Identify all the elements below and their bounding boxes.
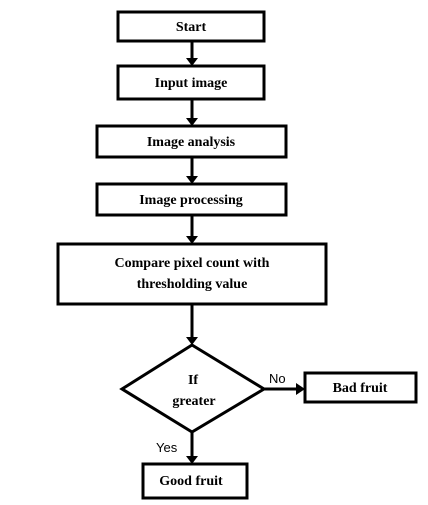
decision-diamond — [119, 343, 267, 434]
decision-node: If greater — [119, 343, 267, 434]
start-label: Start — [176, 20, 207, 35]
arrowhead — [186, 337, 198, 345]
bad-fruit-node: Bad fruit — [303, 371, 418, 404]
decision-label-line2: greater — [172, 394, 215, 409]
good-fruit-node: Good fruit — [141, 462, 249, 500]
compare-label-line1: Compare pixel count with — [115, 256, 270, 271]
image-analysis-label: Image analysis — [147, 135, 236, 150]
arrow-processing-to-compare — [186, 215, 198, 244]
bad-fruit-label: Bad fruit — [333, 381, 388, 396]
arrow-decision-to-bad-fruit: No — [264, 371, 305, 395]
arrowhead — [296, 383, 305, 395]
compare-label-line2: thresholding value — [137, 277, 248, 292]
arrowhead — [186, 118, 198, 126]
yes-edge-label: Yes — [156, 440, 178, 455]
image-processing-label: Image processing — [139, 193, 243, 208]
arrow-compare-to-decision — [186, 304, 198, 345]
arrowhead — [186, 58, 198, 66]
arrow-decision-to-good-fruit: Yes — [156, 432, 198, 464]
arrowhead — [186, 236, 198, 244]
compare-box — [56, 242, 328, 306]
bad-fruit-box — [303, 371, 418, 404]
good-fruit-label: Good fruit — [159, 474, 223, 489]
input-image-box — [116, 64, 266, 101]
good-fruit-box — [141, 462, 249, 500]
input-image-label: Input image — [155, 76, 228, 91]
start-node: Start — [116, 10, 266, 43]
input-image-node: Input image — [116, 64, 266, 101]
image-processing-node: Image processing — [95, 182, 288, 217]
compare-node: Compare pixel count with thresholding va… — [56, 242, 328, 306]
decision-label-line1: If — [188, 373, 198, 388]
arrow-analysis-to-processing — [186, 157, 198, 184]
no-edge-label: No — [269, 371, 286, 386]
arrowhead — [186, 456, 198, 464]
arrowhead — [186, 176, 198, 184]
image-analysis-box — [95, 124, 288, 159]
image-analysis-node: Image analysis — [95, 124, 288, 159]
arrow-input-to-analysis — [186, 99, 198, 126]
arrow-start-to-input — [186, 41, 198, 66]
